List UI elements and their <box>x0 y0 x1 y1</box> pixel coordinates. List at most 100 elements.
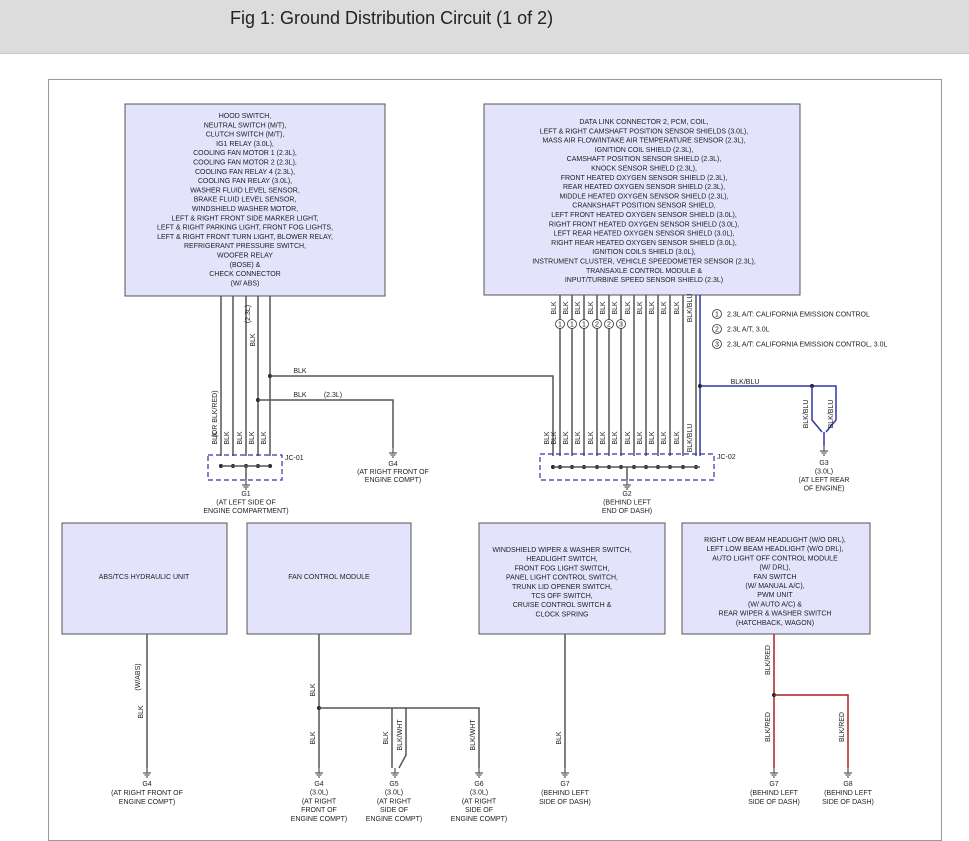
box-hood-switch-text: COOLING FAN MOTOR 2 (2.3L), <box>193 160 297 167</box>
box-data-link-text: RIGHT FRONT HEATED OXYGEN SENSOR SHIELD … <box>549 221 739 228</box>
jc02-top-label-1: BLK <box>551 301 558 315</box>
box-hood-switch-text: COOLING FAN RELAY (3.0L), <box>198 178 292 185</box>
box-wiper-switch-text: HEADLIGHT SWITCH, <box>526 556 597 563</box>
jc02-blk-label-6: BLK <box>612 431 619 445</box>
wire-label-wiper-blk: BLK <box>556 731 563 745</box>
ground-g7-headlight-text: G7 <box>769 781 778 788</box>
box-hood-switch-text: BRAKE FLUID LEVEL SENSOR, <box>194 197 297 204</box>
ground-g4-fan-text: (3.0L) <box>310 790 328 797</box>
jc01-blk-label-4: BLK <box>249 431 256 445</box>
ground-g3-text: (3.0L) <box>815 469 833 476</box>
box-hood-switch-text: NEUTRAL SWITCH (M/T), <box>204 122 287 129</box>
ground-g5-text: ENGINE COMPT) <box>366 816 422 823</box>
wire-label-2.3l-a: (2.3L) <box>245 305 252 323</box>
box-headlight-text: FAN SWITCH <box>753 574 796 581</box>
jc02-blk-label-8: BLK <box>637 431 644 445</box>
box-hood-switch-text: WASHER FLUID LEVEL SENSOR, <box>190 187 300 194</box>
ground-g7-headlight-text: SIDE OF DASH) <box>748 799 800 806</box>
fan-control-module-label: FAN CONTROL MODULE <box>288 574 370 581</box>
legend-num-2-circle <box>712 324 722 334</box>
box-hood-switch-text: LEFT & RIGHT FRONT SIDE MARKER LIGHT, <box>171 215 318 222</box>
ground-g4-top-text: G4 <box>388 461 397 468</box>
jc02-wire-note-5-num: 2 <box>607 322 611 329</box>
ground-g7-wiper-text: G7 <box>560 781 569 788</box>
box-fan-control-module <box>246 522 412 635</box>
wire-label-fan-blk-b: BLK <box>310 731 317 745</box>
box-hood-switch-text: (BOSE) & <box>230 262 261 269</box>
box-abs-tcs-unit <box>61 522 228 635</box>
box-hood-switch-text: CHECK CONNECTOR <box>209 271 280 278</box>
ground-g5-text: (AT RIGHT <box>377 798 412 805</box>
ground-g6-text: (AT RIGHT <box>462 798 497 805</box>
wire-label-blk-b: BLK <box>293 368 307 375</box>
ground-g1-text: ENGINE COMPARTMENT) <box>203 508 288 515</box>
box-hood-switch-text: WINDSHIELD WASHER MOTOR, <box>192 206 298 213</box>
legend-text-2: 2.3L A/T, 3.0L <box>727 327 770 334</box>
box-data-link-text: LEFT & RIGHT CAMSHAFT POSITION SENSOR SH… <box>540 128 749 135</box>
jc02-top-label-12: BLK/BLU <box>687 294 694 323</box>
box-data-link-text: CAMSHAFT POSITION SENSOR SHIELD (2.3L), <box>567 156 722 163</box>
ground-g4-top-text: (AT RIGHT FRONT OF <box>357 469 429 476</box>
page-title: Fig 1: Ground Distribution Circuit (1 of… <box>230 8 554 28</box>
box-hood-switch-text: LEFT & RIGHT FRONT TURN LIGHT, BLOWER RE… <box>157 234 333 241</box>
wire-label-blk-a: BLK <box>250 333 257 347</box>
jc02-wire-note-2-circle <box>567 319 577 329</box>
box-data-link-text: LEFT FRONT HEATED OXYGEN SENSOR SHIELD (… <box>551 212 737 219</box>
jc02-wire-note-4-num: 2 <box>595 322 599 329</box>
box-headlight-text: AUTO LIGHT OFF CONTROL MODULE <box>712 555 838 562</box>
abs-tcs-unit-label: ABS/TCS HYDRAULIC UNIT <box>99 574 190 581</box>
jc02-top-label-8: BLK <box>637 301 644 315</box>
box-wiper-switch-text: TRUNK LID OPENER SWITCH, <box>512 584 612 591</box>
jc02-blk-label-1: BLK <box>551 431 558 445</box>
box-data-link-group <box>483 103 801 296</box>
wire-blu-to-g3-left <box>811 386 823 433</box>
ground-g4-top-text: ENGINE COMPT) <box>365 477 421 484</box>
box-data-link-text: MIDDLE HEATED OXYGEN SENSOR SHIELD (2.3L… <box>559 193 728 200</box>
wire-label-blk-blu-l: BLK/BLU <box>803 400 810 429</box>
jc02-wire-note-3-circle <box>579 319 589 329</box>
jc01-blk-label-1: BLK <box>212 431 219 445</box>
box-wiper-switch-text: FRONT FOG LIGHT SWITCH, <box>514 565 609 572</box>
ground-g2-text: END OF DASH) <box>602 508 652 515</box>
legend-text-3: 2.3L A/T: CALIFORNIA EMISSION CONTROL, 3… <box>727 342 888 349</box>
jc02-top-label-6: BLK <box>612 301 619 315</box>
legend-num-2-num: 2 <box>715 327 719 334</box>
legend-text-1: 2.3L A/T: CALIFORNIA EMISSION CONTROL <box>727 312 870 319</box>
box-hood-switch-text: CLUTCH SWITCH (M/T), <box>206 132 285 139</box>
jc02-wire-note-3-num: 1 <box>582 322 586 329</box>
box-data-link-text: DATA LINK CONNECTOR 2, PCM, COIL, <box>579 119 708 126</box>
ground-g7-wiper-text: (BEHIND LEFT <box>541 790 590 797</box>
ground-g4-abs-text: (AT RIGHT FRONT OF <box>111 790 183 797</box>
ground-g7-headlight-text: (BEHIND LEFT <box>750 790 799 797</box>
jc02-blk-label-2: BLK <box>563 431 570 445</box>
ground-g5-text: G5 <box>389 781 398 788</box>
wire-fan-to-g5-b <box>398 708 407 769</box>
wire-label-blk-c: BLK <box>293 392 307 399</box>
box-headlight-text: LEFT LOW BEAM HEADLIGHT (W/O DRL), <box>706 546 843 553</box>
ground-g4-abs-text: G4 <box>142 781 151 788</box>
jc02-wire-note-6-num: 3 <box>619 322 623 329</box>
jc02-top-label-9: BLK <box>649 301 656 315</box>
box-data-link-text: REAR HEATED OXYGEN SENSOR SHIELD (2.3L), <box>563 184 725 191</box>
jc01-connector-box <box>207 454 283 481</box>
jc02-blk-label-0: BLK <box>544 431 551 445</box>
jc02-top-label-11: BLK <box>674 301 681 315</box>
box-wiper-switch-text: PANEL LIGHT CONTROL SWITCH, <box>506 575 618 582</box>
wire-jc01-to-jc02 <box>270 375 554 456</box>
box-wiper-switch-text: CLOCK SPRING <box>536 611 589 618</box>
jc02-top-label-4: BLK <box>588 301 595 315</box>
legend-num-1-num: 1 <box>715 312 719 319</box>
jc02-wire-note-4-circle <box>592 319 602 329</box>
ground-g6-text: G6 <box>474 781 483 788</box>
header-bar: Fig 1: Ground Distribution Circuit (1 of… <box>0 0 969 54</box>
jc02-blk-label-11: BLK <box>674 431 681 445</box>
jc02-connector-box <box>539 453 715 481</box>
ground-g4-fan-text: G4 <box>314 781 323 788</box>
wire-headlight-to-g8 <box>774 694 849 768</box>
jc02-top-label-3: BLK <box>575 301 582 315</box>
box-data-link-text: FRONT HEATED OXYGEN SENSOR SHIELD (2.3L)… <box>561 175 728 182</box>
jc02-label: JC-02 <box>717 454 736 461</box>
jc01-blk-label-2: BLK <box>224 431 231 445</box>
legend-num-3-num: 3 <box>715 342 719 349</box>
box-data-link-text: CRANKSHAFT POSITION SENSOR SHIELD, <box>572 203 715 210</box>
